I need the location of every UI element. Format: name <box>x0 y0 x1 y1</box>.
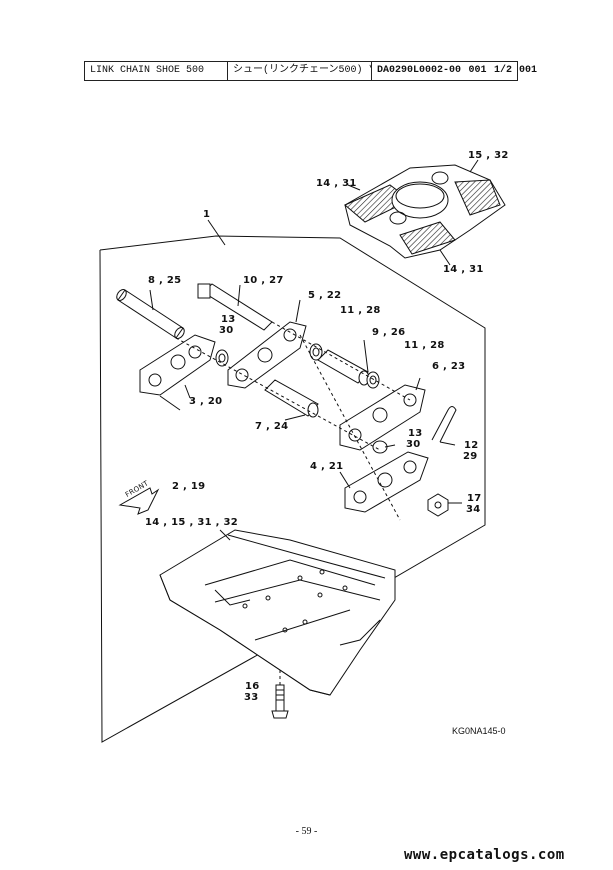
bushing-lower <box>372 440 388 454</box>
front-arrow <box>118 487 160 515</box>
link-right-lower <box>344 451 429 513</box>
callout-33: 33 <box>244 692 259 703</box>
header-extra: 001 <box>519 65 538 76</box>
callout-29: 29 <box>463 451 478 462</box>
callout-11-28-right: 11 , 28 <box>404 340 445 351</box>
callout-14-31-top: 14 , 31 <box>316 178 357 189</box>
callout-15-32: 15 , 32 <box>468 150 509 161</box>
callout-12: 12 <box>464 440 479 451</box>
watermark-url: www.epcatalogs.com <box>404 847 565 863</box>
callout-4-21: 4 , 21 <box>310 461 344 472</box>
page-number: - 59 - <box>295 826 318 837</box>
callout-34: 34 <box>466 504 481 515</box>
track-shoe-plate <box>159 529 396 696</box>
callout-10-27: 10 , 27 <box>243 275 284 286</box>
group-code: 001 <box>468 65 487 76</box>
callout-5-22: 5 , 22 <box>308 290 342 301</box>
callout-7-24: 7 , 24 <box>255 421 289 432</box>
part-code: DA0290L0002-00 <box>377 65 462 76</box>
sheet-number: 1/2 <box>493 65 512 76</box>
callout-11-28-top: 11 , 28 <box>340 305 381 316</box>
callout-8-25: 8 , 25 <box>148 275 182 286</box>
callout-1: 1 <box>203 209 211 220</box>
sleeve-upper <box>317 349 370 386</box>
callout-3-20: 3 , 20 <box>189 396 223 407</box>
callout-14-31-bottom: 14 , 31 <box>443 264 484 275</box>
callout-13-right: 13 <box>408 428 423 439</box>
bushing-left <box>215 349 229 367</box>
callout-30-right: 30 <box>406 439 421 450</box>
shoe-nut <box>427 493 449 517</box>
pin-left <box>116 289 185 339</box>
callout-14-15-31-32: 14 , 15 , 31 , 32 <box>145 517 239 528</box>
callout-17: 17 <box>467 493 482 504</box>
bushing-upper <box>309 343 323 361</box>
sleeve-lower <box>264 379 319 418</box>
callout-6-23: 6 , 23 <box>432 361 466 372</box>
part-title: LINK CHAIN SHOE 500 <box>85 62 228 80</box>
figure-code: KG0NA145-0 <box>452 726 506 736</box>
callout-2-19: 2 , 19 <box>172 481 206 492</box>
callout-16: 16 <box>245 681 260 692</box>
part-code-cell: DA0290L0002-00 001 1/2 <box>372 62 517 80</box>
link-left <box>139 334 216 399</box>
part-subtitle: シュー(リンクチェーン500) ツール SH120-3 <box>228 62 372 80</box>
link-center <box>227 299 307 389</box>
callout-30-left: 30 <box>219 325 234 336</box>
cotter-pin <box>431 406 457 443</box>
link-right-upper <box>339 377 426 451</box>
callout-13-left: 13 <box>221 314 236 325</box>
bushing-right <box>366 371 380 389</box>
header-table: LINK CHAIN SHOE 500 シュー(リンクチェーン500) ツール … <box>84 61 518 81</box>
callout-9-26: 9 , 26 <box>372 327 406 338</box>
assembly-outline <box>99 235 486 743</box>
track-link-assembly-top <box>344 159 506 266</box>
shoe-bolt <box>271 684 289 719</box>
